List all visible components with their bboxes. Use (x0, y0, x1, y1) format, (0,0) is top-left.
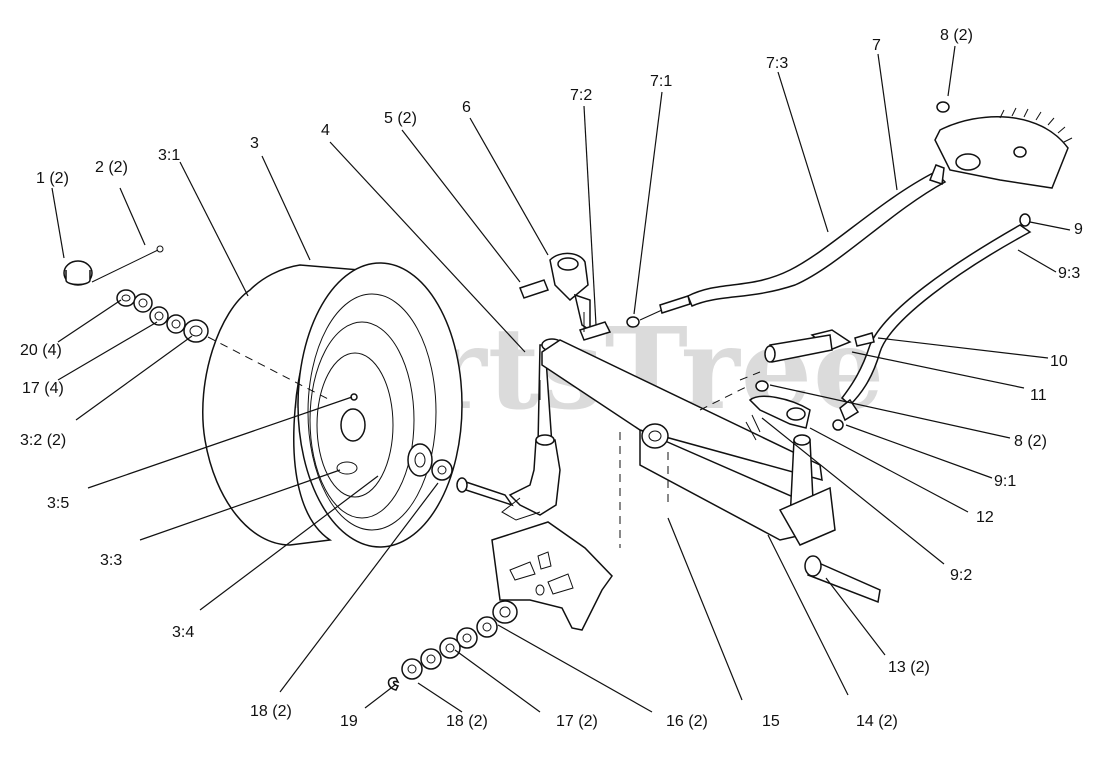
callout-2: 2 (2) (95, 159, 128, 176)
callout-8-top: 8 (2) (940, 27, 973, 44)
axle-bracket-part (491, 521, 613, 631)
spindle-right-part (778, 434, 881, 604)
callout-10: 10 (1050, 353, 1068, 370)
callout-6: 6 (462, 99, 471, 116)
callout-16: 16 (2) (666, 713, 708, 730)
callout-17-left: 17 (4) (22, 380, 64, 397)
callout-9: 9 (1074, 221, 1083, 238)
callout-5: 5 (2) (384, 110, 417, 127)
callout-labels: 1 (2) 2 (2) 3:1 3 4 5 (2) 6 7:2 7:1 7:3 … (20, 27, 1083, 730)
guide-line-pin (739, 371, 761, 381)
parts-drawing (63, 101, 1073, 691)
callout-3-2: 3:2 (2) (20, 432, 66, 449)
cotter-pin-part (91, 245, 164, 283)
callout-3-4: 3:4 (172, 624, 194, 641)
guide-line-tierod (699, 384, 751, 411)
callout-18-left: 18 (2) (250, 703, 292, 720)
tie-rod-part (839, 213, 1032, 422)
callout-7-1: 7:1 (650, 73, 672, 90)
callout-12: 12 (976, 509, 994, 526)
inner-bushing-part (407, 443, 453, 481)
steering-arm-part (519, 252, 612, 341)
callout-9-3: 9:3 (1058, 265, 1080, 282)
callout-3-3: 3:3 (100, 552, 122, 569)
callout-9-2: 9:2 (950, 567, 972, 584)
pivot-arm-part (745, 380, 844, 441)
callout-7-2: 7:2 (570, 87, 592, 104)
callout-14: 14 (2) (856, 713, 898, 730)
callout-17-bottom: 17 (2) (556, 713, 598, 730)
callout-1: 1 (2) (36, 170, 69, 187)
callout-3: 3 (250, 135, 259, 152)
washer-stack-bottom (387, 600, 518, 691)
front-axle-part (539, 339, 823, 541)
callout-11: 11 (1030, 387, 1047, 404)
callout-18-bottom: 18 (2) (446, 713, 488, 730)
drag-link-part (626, 164, 947, 328)
pivot-bracket-part (764, 329, 875, 363)
washer-stack-left (116, 289, 209, 343)
hub-cap-part (63, 260, 93, 286)
leader-lines (51, 45, 1071, 713)
callout-20: 20 (4) (20, 342, 62, 359)
callout-9-1: 9:1 (994, 473, 1016, 490)
callout-19: 19 (340, 713, 358, 730)
callout-3-1: 3:1 (158, 147, 180, 164)
sector-gear-part (934, 101, 1073, 189)
axle-centerline-left (207, 336, 331, 401)
callout-8-mid: 8 (2) (1014, 433, 1047, 450)
callout-7: 7 (872, 37, 881, 54)
callout-13: 13 (2) (888, 659, 930, 676)
callout-3-5: 3:5 (47, 495, 69, 512)
callout-4: 4 (321, 122, 330, 139)
callout-7-3: 7:3 (766, 55, 788, 72)
callout-15: 15 (762, 713, 780, 730)
